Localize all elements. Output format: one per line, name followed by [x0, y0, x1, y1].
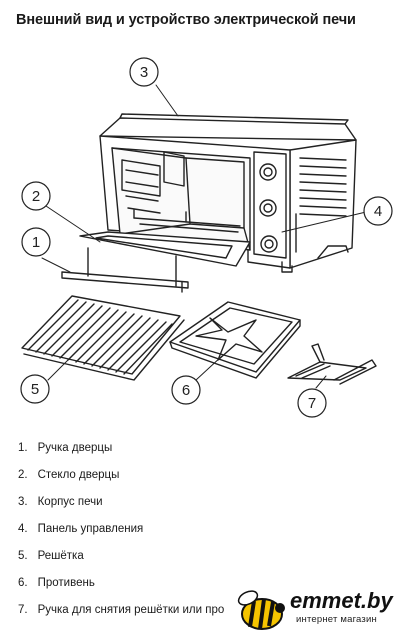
legend-number: 1. [18, 442, 28, 454]
legend-item: 4. Панель управления [18, 521, 224, 548]
wire-rack [21, 295, 185, 381]
legend-item: 3. Корпус печи [18, 494, 224, 521]
legend-label: Противень [37, 577, 95, 589]
legend-number: 3. [18, 496, 28, 508]
callout-4: 4 [374, 203, 382, 220]
brand-name: emmet.by [290, 588, 393, 613]
legend-label: Ручка для снятия решётки или про [37, 604, 225, 616]
baking-tray [169, 301, 301, 379]
legend-item: 2. Стекло дверцы [18, 467, 224, 494]
callout-6: 6 [182, 382, 190, 399]
legend-label: Ручка дверцы [37, 442, 113, 454]
brand-watermark[interactable]: emmet.by интернет магазин [232, 586, 414, 640]
legend-number: 7. [18, 604, 28, 616]
legend-label: Панель управления [37, 523, 144, 535]
oven-body [99, 113, 357, 273]
page-title: Внешний вид и устройство электрической п… [16, 12, 356, 28]
legend-number: 4. [18, 523, 28, 535]
legend-number: 2. [18, 469, 28, 481]
bee-logo-icon [237, 590, 285, 630]
brand-tagline: интернет магазин [296, 614, 377, 625]
parts-legend: 1. Ручка дверцы 2. Стекло дверцы 3. Корпус … [18, 440, 224, 629]
callout-3: 3 [140, 64, 148, 81]
legend-item: 1. Ручка дверцы [18, 440, 224, 467]
callout-2: 2 [32, 188, 40, 205]
legend-label: Решётка [37, 550, 84, 562]
legend-label: Корпус печи [37, 496, 103, 508]
legend-label: Стекло дверцы [37, 469, 120, 481]
legend-number: 6. [18, 577, 28, 589]
callout-5: 5 [31, 381, 39, 398]
legend-number: 5. [18, 550, 28, 562]
oven-door [61, 231, 251, 293]
legend-item: 5. Решётка [18, 548, 224, 575]
callout-1: 1 [32, 234, 40, 251]
legend-item: 7. Ручка для снятия решётки или про [18, 602, 224, 629]
callout-7: 7 [308, 395, 316, 412]
rack-lifter [287, 343, 377, 385]
oven-diagram: 3 2 1 4 5 6 7 [20, 57, 393, 418]
legend-item: 6. Противень [18, 575, 224, 602]
